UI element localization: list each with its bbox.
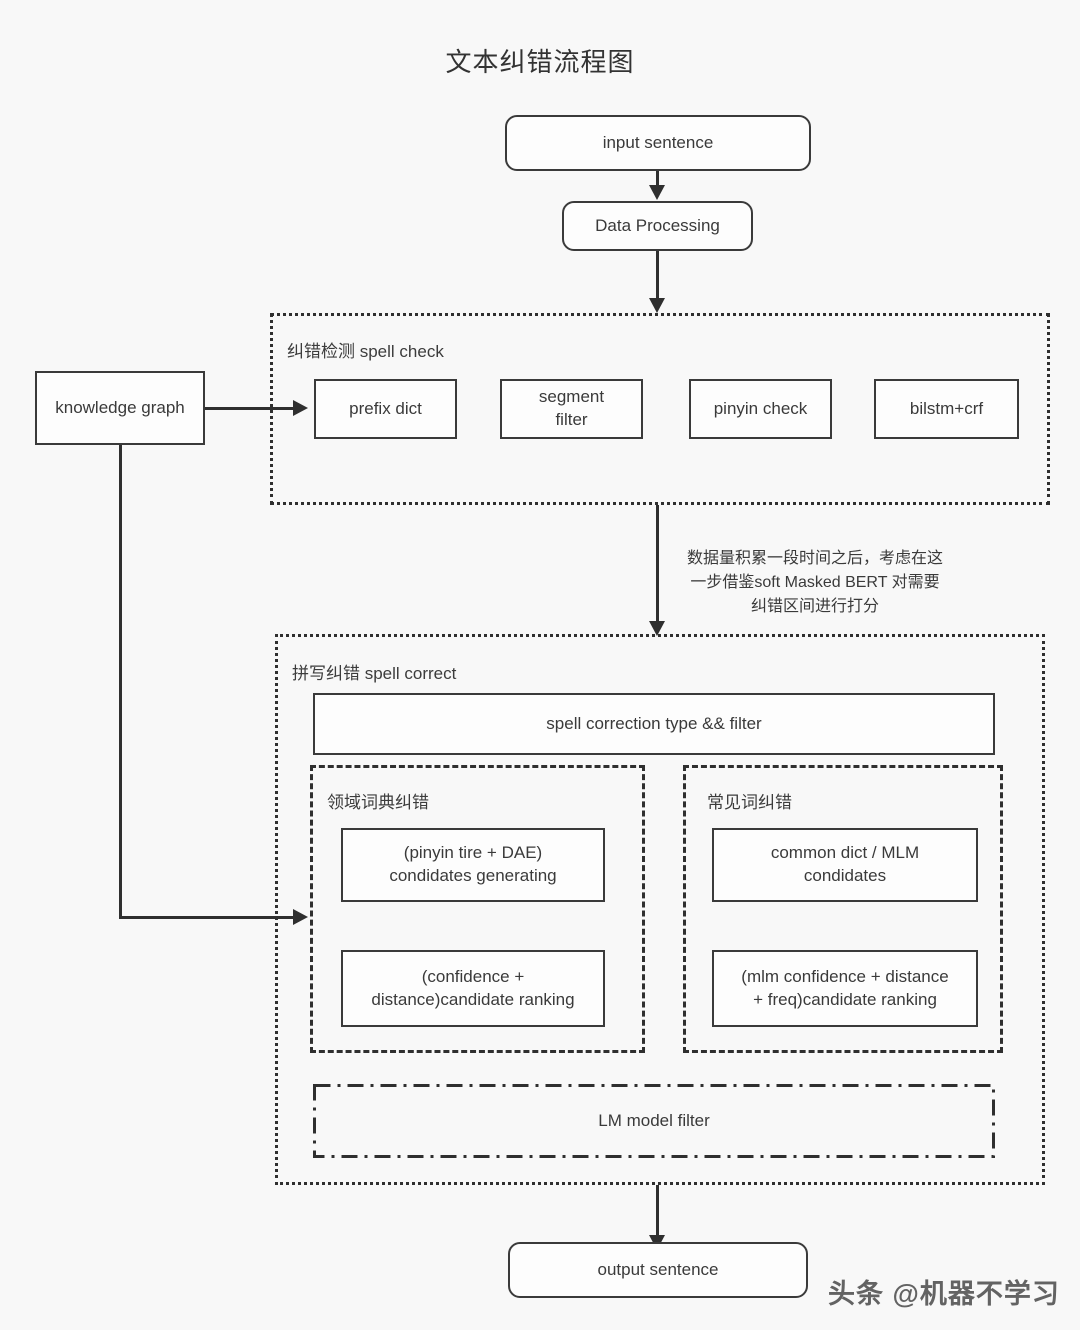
connector-spellcorrect-to-output-line [656,1185,659,1240]
node-lm-model-filter[interactable]: LM model filter [313,1084,995,1158]
group-domain-dict-correction-label: 领域词典纠错 [327,793,429,812]
connector-spellcheck-to-spellcorrect-line [656,505,659,625]
node-prefix-dict[interactable]: prefix dict [314,379,457,439]
connector-kg-to-spellcorrect-arrow [293,909,308,925]
connector-kg-to-prefixdict-arrow [293,400,308,416]
connector-input-to-dataprocessing-arrow [649,185,665,200]
node-data-processing-label: Data Processing [595,215,720,235]
node-knowledge-graph[interactable]: knowledge graph [35,371,205,445]
node-bilstm-crf[interactable]: bilstm+crf [874,379,1019,439]
group-common-word-correction-label: 常见词纠错 [707,793,792,812]
node-segment-filter-label: segment filter [538,387,605,429]
group-spell-correct [275,634,1045,1185]
lm-model-filter-border [313,1084,995,1158]
node-output-sentence-label: output sentence [597,1259,719,1279]
connector-kg-to-prefixdict-line [205,407,295,410]
connector-kg-to-spellcorrect-hline [119,916,295,919]
node-spell-correction-type-filter[interactable]: spell correction type && filter [313,693,995,755]
node-segment-filter[interactable]: segment filter [500,379,643,439]
node-confidence-distance-ranking[interactable]: (confidence + distance)candidate ranking [341,950,605,1027]
connector-spellcheck-to-spellcorrect-arrow [649,621,665,636]
node-lm-model-filter-label: LM model filter [598,1111,710,1130]
connector-input-to-dataprocessing-line [656,171,659,189]
watermark: 头条 @机器不学习 [828,1279,1060,1309]
connector-dataprocessing-to-spellcheck-line [656,251,659,301]
node-input-sentence[interactable]: input sentence [505,115,811,171]
annotation-soft-masked-bert: 数据量积累一段时间之后，考虑在这一步借鉴soft Masked BERT 对需要… [686,550,943,615]
connector-dataprocessing-to-spellcheck-arrow [649,298,665,313]
node-pinyin-tire-dae-label: (pinyin tire + DAE) condidates generatin… [389,843,557,885]
node-common-dict-mlm[interactable]: common dict / MLM condidates [712,828,978,902]
node-mlm-confidence-ranking-label: (mlm confidence + distance + freq)candid… [741,966,949,1009]
node-output-sentence[interactable]: output sentence [508,1242,808,1298]
node-pinyin-tire-dae[interactable]: (pinyin tire + DAE) condidates generatin… [341,828,605,902]
group-spell-correct-label: 拼写纠错 spell correct [292,664,457,683]
page-title: 文本纠错流程图 [445,47,635,77]
node-pinyin-check[interactable]: pinyin check [689,379,832,439]
node-pinyin-check-label: pinyin check [713,398,808,418]
node-knowledge-graph-label: knowledge graph [55,397,185,417]
node-data-processing[interactable]: Data Processing [562,201,753,251]
group-spell-check-label: 纠错检测 spell check [287,342,444,361]
node-prefix-dict-label: prefix dict [349,398,422,418]
node-bilstm-crf-label: bilstm+crf [909,398,984,418]
node-mlm-confidence-ranking[interactable]: (mlm confidence + distance + freq)candid… [712,950,978,1027]
connector-kg-to-spellcorrect-vline [119,445,122,918]
node-spell-correction-type-filter-label: spell correction type && filter [546,713,762,733]
node-confidence-distance-ranking-label: (confidence + distance)candidate ranking [371,966,575,1009]
group-spell-check [270,313,1050,505]
group-domain-dict-correction [310,765,645,1053]
node-common-dict-mlm-label: common dict / MLM condidates [770,843,920,885]
node-input-sentence-label: input sentence [602,132,714,152]
group-common-word-correction [683,765,1003,1053]
